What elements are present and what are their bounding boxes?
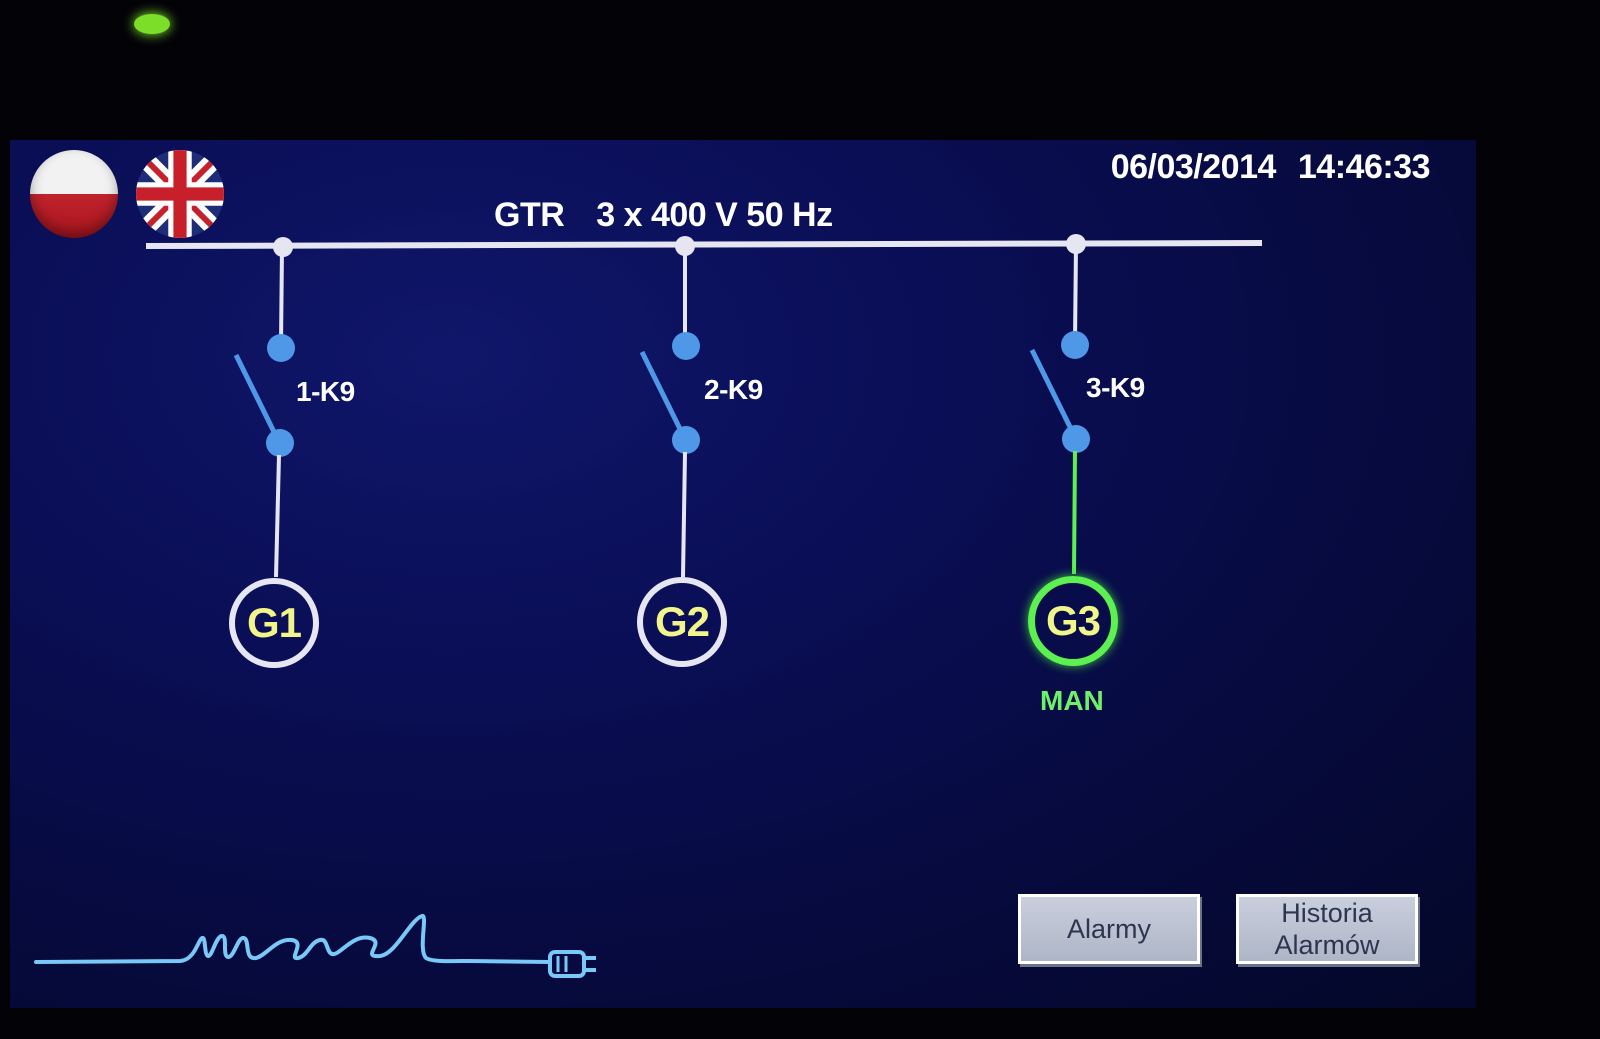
switch-2-blade (639, 350, 687, 439)
switch-2-label: 2-K9 (704, 374, 763, 405)
generator-g1-button[interactable]: G1 (229, 578, 319, 668)
switch-2-bottom-node (672, 426, 700, 454)
generator-g3-mode: MAN (1040, 685, 1104, 716)
switch-3-top-node (1061, 331, 1089, 359)
plug-icon (548, 950, 596, 978)
busbar-name: GTR (494, 196, 565, 234)
feeder-3-lower-line (1072, 450, 1077, 575)
alarm-history-button[interactable]: Historia Alarmów (1236, 894, 1418, 964)
feeder-2-lower-line (681, 451, 687, 578)
uk-flag-icon[interactable] (136, 150, 224, 238)
generator-g3-button[interactable]: G3 (1028, 576, 1118, 666)
generator-g3-label: G3 (1045, 597, 1101, 644)
switch-2-top-node (672, 332, 700, 360)
switch-3-blade (1029, 348, 1077, 437)
switch-1-top-node (267, 334, 295, 362)
switch-3-label: 3-K9 (1086, 372, 1145, 403)
date-text: 06/03/2014 (1110, 148, 1277, 186)
poland-flag-icon[interactable] (30, 150, 118, 238)
busbar-rating: 3 x 400 V 50 Hz (596, 196, 833, 234)
generator-g2-label: G2 (654, 598, 710, 645)
switch-3-bottom-node (1062, 425, 1090, 453)
feeder-1-lower-line (274, 454, 281, 578)
hmi-screen: 06/03/2014 14:46:33 GTR 3 x 400 V 50 Hz 1-… (10, 140, 1476, 1008)
switch-1-blade (233, 353, 281, 442)
busbar-node-1 (273, 237, 293, 257)
single-line-diagram (145, 234, 1263, 578)
alarms-button-label: Alarmy (1066, 913, 1151, 944)
logo-text: marel (30, 900, 33, 901)
alarms-button[interactable]: Alarmy (1018, 894, 1200, 964)
alarm-history-button-label: Historia Alarmów (1274, 897, 1380, 960)
generator-g2-button[interactable]: G2 (637, 577, 727, 667)
date-time-display: 06/03/2014 14:46:33 (1110, 148, 1431, 187)
marel-logo: marel (30, 900, 596, 978)
busbar-label: GTR 3 x 400 V 50 Hz (494, 196, 833, 235)
busbar-line (145, 240, 1263, 249)
power-indicator-led (134, 14, 170, 34)
switch-1-bottom-node (266, 429, 294, 457)
feeder-3-upper-line (1073, 243, 1078, 343)
switch-1-label: 1-K9 (296, 376, 355, 407)
feeder-1-upper-line (279, 246, 284, 346)
generator-g1-label: G1 (246, 599, 302, 646)
time-text: 14:46:33 (1297, 148, 1431, 186)
